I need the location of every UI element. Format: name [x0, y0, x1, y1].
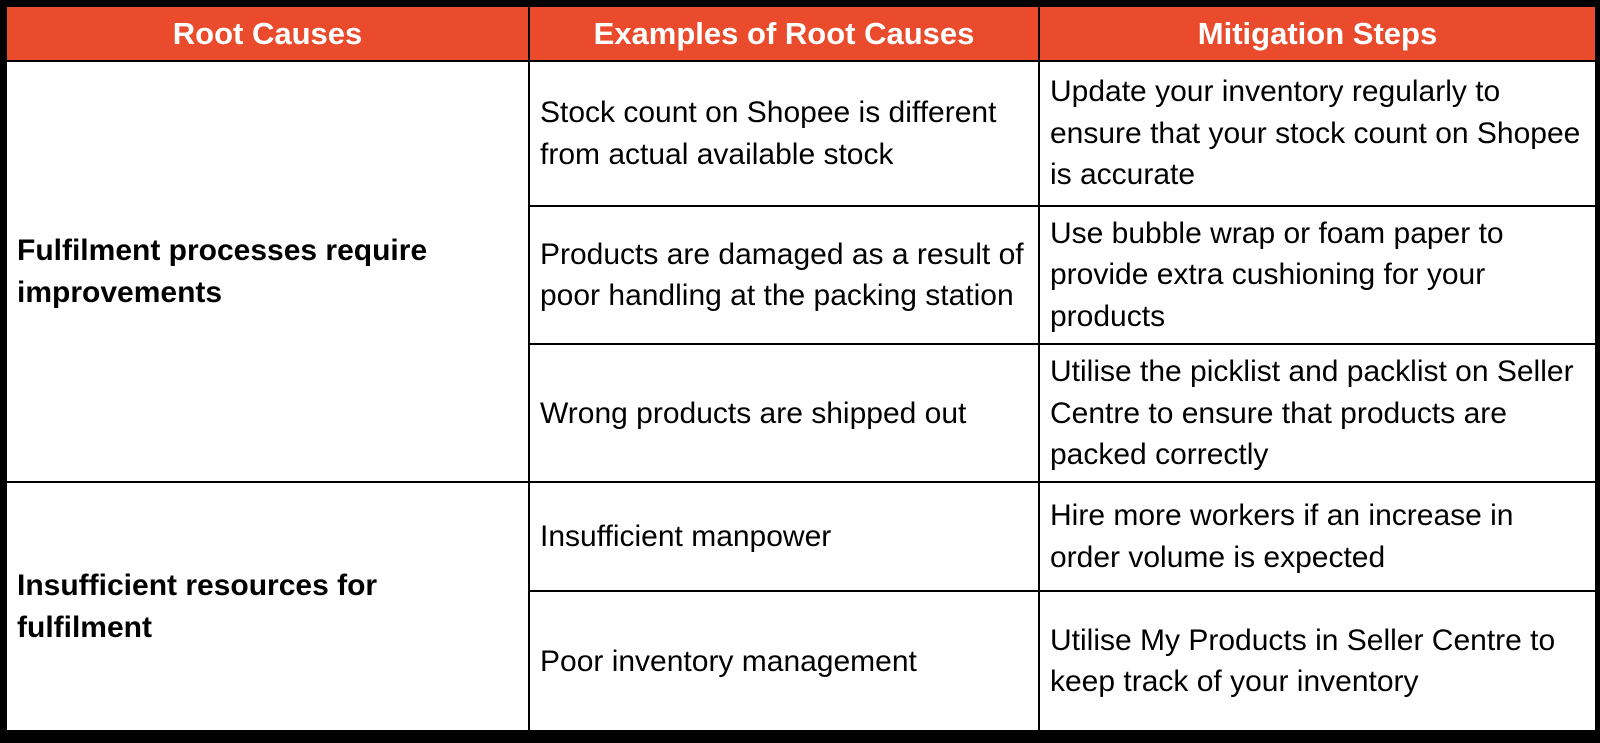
- example-stock-count: Stock count on Shopee is different from …: [528, 60, 1040, 207]
- mitigation-my-products: Utilise My Products in Seller Centre to …: [1038, 590, 1597, 733]
- header-row: Root Causes Examples of Root Causes Miti…: [5, 5, 1597, 62]
- mitigation-bubble-wrap: Use bubble wrap or foam paper to provide…: [1038, 204, 1597, 346]
- table-row: Wrong products are shipped out Utilise t…: [6, 343, 1597, 484]
- header-examples: Examples of Root Causes: [528, 5, 1040, 62]
- header-mitigation-steps: Mitigation Steps: [1038, 5, 1597, 62]
- header-root-causes: Root Causes: [5, 5, 530, 62]
- mitigation-update-inventory: Update your inventory regularly to ensur…: [1038, 60, 1597, 207]
- table-row: Insufficient resources for fulfilment In…: [5, 481, 1597, 733]
- example-insufficient-manpower: Insufficient manpower: [528, 481, 1040, 593]
- table-row: Poor inventory management Utilise My Pro…: [6, 590, 1597, 733]
- root-cause-insufficient-resources: Insufficient resources for fulfilment: [5, 481, 530, 733]
- mitigation-picklist-packlist: Utilise the picklist and packlist on Sel…: [1038, 343, 1597, 484]
- table-row: Products are damaged as a result of poor…: [6, 204, 1597, 346]
- example-wrong-products: Wrong products are shipped out: [528, 343, 1040, 484]
- example-products-damaged: Products are damaged as a result of poor…: [528, 204, 1040, 346]
- example-poor-inventory: Poor inventory management: [528, 590, 1040, 733]
- root-cause-fulfilment-processes: Fulfilment processes require improvement…: [5, 59, 530, 484]
- table-row: Fulfilment processes require improvement…: [5, 59, 1597, 484]
- mitigation-hire-workers: Hire more workers if an increase in orde…: [1038, 481, 1597, 593]
- root-causes-table: Root Causes Examples of Root Causes Miti…: [5, 5, 1597, 733]
